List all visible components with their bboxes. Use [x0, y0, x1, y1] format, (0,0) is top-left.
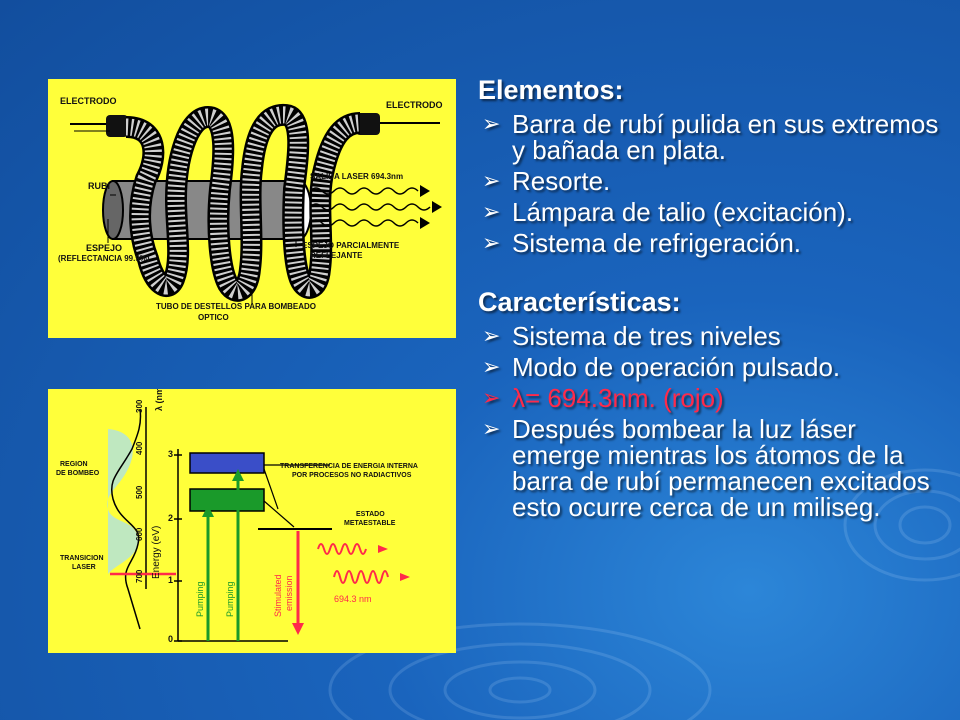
label-reflectancia: (REFLECTANCIA 99.9%)	[58, 254, 150, 263]
label-espejo: ESPEJO	[86, 243, 123, 253]
label-reflejante: REFLEJANTE	[310, 251, 363, 260]
pump-band-green	[189, 488, 265, 512]
list-item: ➢ Barra de rubí pulida en sus extremos y…	[482, 109, 939, 165]
arrow-bullet-icon: ➢	[482, 199, 501, 224]
label-emission: emission	[284, 575, 294, 611]
right-electrode-cap	[356, 113, 380, 135]
emission-wave-2	[333, 570, 389, 584]
label-wavelength: 694.3 nm	[334, 594, 372, 604]
label-metaestable: METAESTABLE	[344, 520, 396, 527]
arrow-bullet-icon: ➢	[482, 230, 501, 255]
list-item: ➢Sistema de refrigeración.	[482, 228, 802, 258]
label-region: REGION	[60, 461, 88, 468]
lambda-tick-400: 400	[135, 441, 144, 455]
lambda-tick-300: 300	[135, 399, 144, 413]
label-optico: OPTICO	[198, 313, 229, 322]
arrow-bullet-icon: ➢	[482, 354, 501, 379]
arrow-bullet-icon: ➢	[482, 416, 501, 441]
label-estado: ESTADO	[356, 511, 385, 518]
heading-caracteristicas: Características:	[478, 287, 681, 317]
label-salida-laser: SALIDA LASER 694.3nm	[310, 172, 404, 181]
label-transicion: TRANSICION	[60, 555, 104, 562]
arrow-bullet-icon: ➢	[482, 111, 501, 136]
arrow-bullet-icon: ➢	[482, 323, 501, 348]
energy-tick-3: 3	[168, 449, 174, 459]
list-elementos: ➢ Barra de rubí pulida en sus extremos y…	[478, 111, 948, 256]
list-caracteristicas: ➢Sistema de tres niveles ➢Modo de operac…	[478, 323, 948, 520]
label-espejo-parcialmente: ESPEJO PARCIALMENTE	[302, 241, 400, 250]
flash-tube-coil	[124, 103, 361, 302]
arrow-bullet-icon: ➢	[482, 385, 501, 410]
pump-band-blue	[189, 452, 265, 474]
label-pumping-1: Pumping	[195, 581, 205, 617]
heading-elementos: Elementos:	[478, 75, 624, 105]
lambda-tick-500: 500	[135, 485, 144, 499]
list-item-wavelength: ➢λ= 694.3nm. (rojo)	[482, 383, 724, 413]
energy-tick-0: 0	[168, 634, 174, 644]
label-de-bombeo: DE BOMBEO	[56, 470, 100, 477]
energy-level-diagram: λ (nm) 300 400 500 600 700 Energy (eV) 3…	[48, 389, 456, 653]
laser-output-waves	[309, 187, 431, 227]
energy-tick-2: 2	[168, 513, 174, 523]
arrow-bullet-icon: ➢	[482, 168, 501, 193]
list-item: ➢Modo de operación pulsado.	[482, 352, 841, 382]
absorption-curve	[111, 408, 142, 630]
lambda-tick-700: 700	[135, 569, 144, 583]
list-item: ➢Sistema de tres niveles	[482, 321, 781, 351]
label-electrodo-right: ELECTRODO	[386, 100, 443, 110]
label-pumping-2: Pumping	[225, 581, 235, 617]
label-electrodo-left: ELECTRODO	[60, 96, 117, 106]
lambda-axis-label: λ (nm)	[154, 389, 164, 411]
label-stimulated: Stimulated	[273, 574, 283, 617]
left-electrode-cap	[106, 115, 128, 137]
list-item: ➢Lámpara de talio (excitación).	[482, 197, 854, 227]
list-item: ➢Después bombear la luz láser emerge mie…	[482, 414, 930, 522]
ruby-laser-diagram: ELECTRODO ELECTRODO RUBI SALIDA LASER 69…	[48, 79, 456, 338]
label-por-procesos: POR PROCESOS NO RADIACTIVOS	[292, 472, 412, 479]
energy-tick-1: 1	[168, 575, 174, 585]
label-laser: LASER	[72, 564, 96, 571]
label-rubi: RUBI	[88, 181, 110, 191]
lambda-tick-600: 600	[135, 527, 144, 541]
label-tubo-destellos: TUBO DE DESTELLOS PARA BOMBEADO	[156, 302, 317, 311]
list-item: ➢Resorte.	[482, 166, 611, 196]
text-column: Elementos: ➢ Barra de rubí pulida en sus…	[478, 74, 948, 520]
label-transferencia: TRANSFERENCIA DE ENERGIA INTERNA	[280, 463, 418, 470]
emission-wave-1	[317, 543, 367, 555]
energy-axis-label: Energy (eV)	[151, 525, 162, 579]
